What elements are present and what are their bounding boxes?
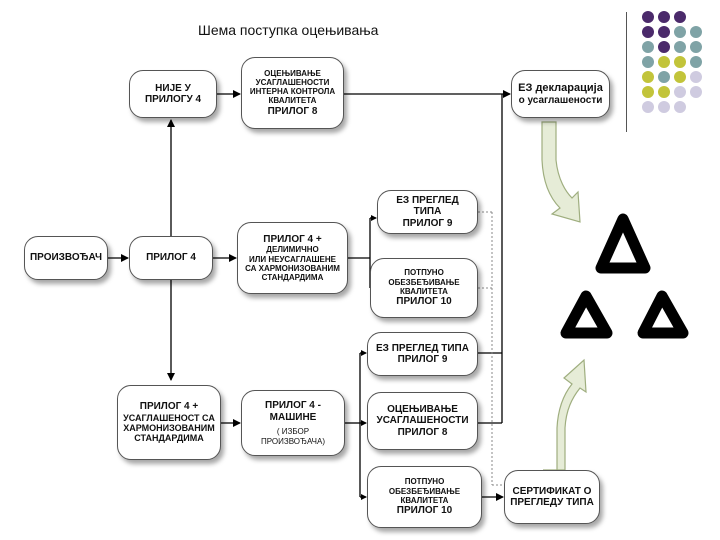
line: ОБЕЗБЕЂИВАЊЕ xyxy=(388,277,460,287)
line: ОЦЕЊИВАЊЕ xyxy=(264,68,321,78)
decor-dot xyxy=(658,11,670,23)
line: ПРИЛОГУ 4 xyxy=(144,94,202,105)
line: ПРИЛОГ 8 xyxy=(267,105,318,117)
box-annex4-machines: ПРИЛОГ 4 - МАШИНЕ ( ИЗБОР ПРОИЗВОЂАЧА) xyxy=(241,390,345,456)
decor-dot xyxy=(642,56,654,68)
decor-dot xyxy=(674,101,686,113)
box-ec-type-exam-1: ЕЗ ПРЕГЛЕД ТИПА ПРИЛОГ 9 xyxy=(377,190,478,234)
line: ОБЕЗБЕЂИВАЊЕ xyxy=(388,486,461,496)
line: ПРИЛОГ 10 xyxy=(396,505,453,517)
decor-dot xyxy=(642,26,654,38)
line: ПРИЛОГ 4 + xyxy=(263,233,322,245)
decor-dot xyxy=(642,86,654,98)
decor-dot xyxy=(642,101,654,113)
line: о усаглашености xyxy=(518,94,603,106)
box-annex4-label: ПРИЛОГ 4 xyxy=(146,252,196,264)
decor-dot xyxy=(642,11,654,23)
decor-dot xyxy=(658,101,670,113)
box-manufacturer-label: ПРОИЗВОЂАЧ xyxy=(29,252,103,264)
line: УСАГЛАШЕНОСТИ xyxy=(376,415,469,427)
line: ПРИЛОГ 9 xyxy=(397,354,448,365)
decor-dot xyxy=(658,86,670,98)
box-annex4-harmonized: ПРИЛОГ 4 + УСАГЛАШЕНОСТ СА ХАРМОНИЗОВАНИ… xyxy=(117,385,221,460)
line: ХАРМОНИЗОВАНИМ xyxy=(123,423,215,434)
decor-dot xyxy=(690,56,702,68)
line: МАШИНЕ xyxy=(269,411,317,423)
box-conformity-internal-control: ОЦЕЊИВАЊЕ УСАГЛАШЕНОСТИ ИНТЕРНА КОНТРОЛА… xyxy=(241,57,344,129)
line: ЕЗ ПРЕГЛЕД ТИПА xyxy=(376,342,469,354)
line: ПРИЛОГ 8 xyxy=(397,426,448,438)
line: СА ХАРМОНИЗОВАНИМ xyxy=(245,263,340,273)
decor-dot xyxy=(690,26,702,38)
decor-vertical-line xyxy=(626,12,627,132)
line: ПРИЛОГ 4 - xyxy=(265,400,321,412)
box-full-qa-2: ПОТПУНО ОБЕЗБЕЂИВАЊЕ КВАЛИТЕТА ПРИЛОГ 10 xyxy=(367,466,482,528)
line: СТАНДАРДИМА xyxy=(134,433,204,444)
line: СТАНДАРДИМА xyxy=(261,272,324,282)
decor-dot xyxy=(674,86,686,98)
line: ИНТЕРНА КОНТРОЛА xyxy=(249,87,336,97)
triangle-logo-icon xyxy=(560,213,689,339)
line: ПОТПУНО xyxy=(404,477,445,487)
line: КВАЛИТЕТА xyxy=(268,96,317,106)
line: ПОТПУНО xyxy=(404,268,444,278)
decor-dot xyxy=(658,56,670,68)
curved-arrow-up xyxy=(543,358,587,471)
box-annex4: ПРИЛОГ 4 xyxy=(129,236,213,280)
line: КВАЛИТЕТА xyxy=(400,286,448,296)
decor-dot xyxy=(642,71,654,83)
line: СЕРТИФИКАТ О xyxy=(512,485,592,497)
line: НИЈЕ У xyxy=(155,82,191,94)
decor-dot xyxy=(690,41,702,53)
decor-dot xyxy=(674,71,686,83)
decor-dot xyxy=(690,71,702,83)
box-type-certificate: СЕРТИФИКАТ О ПРЕГЛЕДУ ТИПА xyxy=(504,470,600,524)
box-manufacturer: ПРОИЗВОЂАЧ xyxy=(24,236,108,280)
line: УСАГЛАШЕНОСТ СА xyxy=(123,412,215,423)
decor-dot xyxy=(674,26,686,38)
box-conformity-annex8: ОЦЕЊИВАЊЕ УСАГЛАШЕНОСТИ ПРИЛОГ 8 xyxy=(367,392,478,450)
line: ПРИЛОГ 9 xyxy=(402,217,453,229)
decor-dot xyxy=(642,41,654,53)
line: ЕЗ ПРЕГЛЕД ТИПА xyxy=(396,194,459,218)
box-ec-declaration: ЕЗ декларација о усаглашености xyxy=(511,70,610,118)
decor-dot-grid xyxy=(642,11,702,113)
box-annex4-partial: ПРИЛОГ 4 + ДЕЛИМИЧНО ИЛИ НЕУСАГЛАШЕНЕ СА… xyxy=(237,222,348,294)
box-ec-type-exam-2: ЕЗ ПРЕГЛЕД ТИПА ПРИЛОГ 9 xyxy=(367,332,478,376)
decor-dot xyxy=(658,71,670,83)
line: ИЛИ НЕУСАГЛАШЕНЕ xyxy=(249,254,336,264)
line: ПРИЛОГ 4 + xyxy=(139,401,199,413)
line: ПРИЛОГ 10 xyxy=(396,296,452,308)
line: ДЕЛИМИЧНО xyxy=(266,245,319,255)
decor-dot xyxy=(674,41,686,53)
decor-dot xyxy=(690,86,702,98)
line: ЕЗ декларација xyxy=(518,81,603,94)
line: ПРЕГЛЕДУ ТИПА xyxy=(510,497,594,508)
box-not-annex4: НИЈЕ У ПРИЛОГУ 4 xyxy=(129,70,217,118)
decor-dot xyxy=(674,11,686,23)
curved-arrow-down xyxy=(541,121,581,223)
decor-dot xyxy=(658,26,670,38)
decor-dot xyxy=(658,41,670,53)
box-full-qa-1: ПОТПУНО ОБЕЗБЕЂИВАЊЕ КВАЛИТЕТА ПРИЛОГ 10 xyxy=(370,258,478,318)
line: ОЦЕЊИВАЊЕ xyxy=(387,403,458,415)
line: УСАГЛАШЕНОСТИ xyxy=(255,78,330,88)
line: КВАЛИТЕТА xyxy=(400,495,449,505)
diagram-title: Шема поступка оцењивања xyxy=(198,22,379,38)
line: ( ИЗБОР ПРОИЗВОЂАЧА) xyxy=(261,427,325,446)
decor-dot xyxy=(674,56,686,68)
